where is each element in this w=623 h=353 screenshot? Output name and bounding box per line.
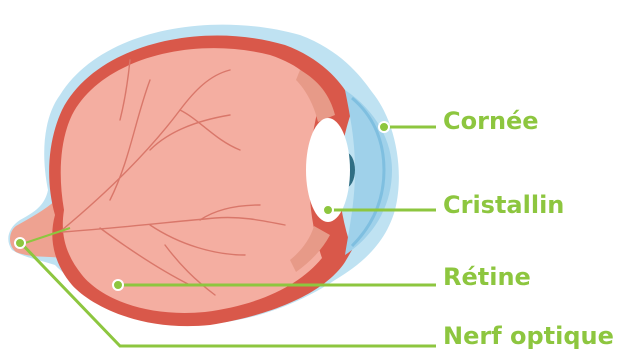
dot-optic-nerve (15, 238, 25, 248)
label-retina: Rétine (443, 263, 531, 291)
eyeball-interior (61, 48, 322, 313)
label-lens: Cristallin (443, 191, 564, 219)
dot-cornea (379, 122, 389, 132)
label-cornea: Cornée (443, 107, 539, 135)
dot-retina (113, 280, 123, 290)
dot-lens (323, 205, 333, 215)
label-optic-nerve: Nerf optique (443, 322, 614, 350)
